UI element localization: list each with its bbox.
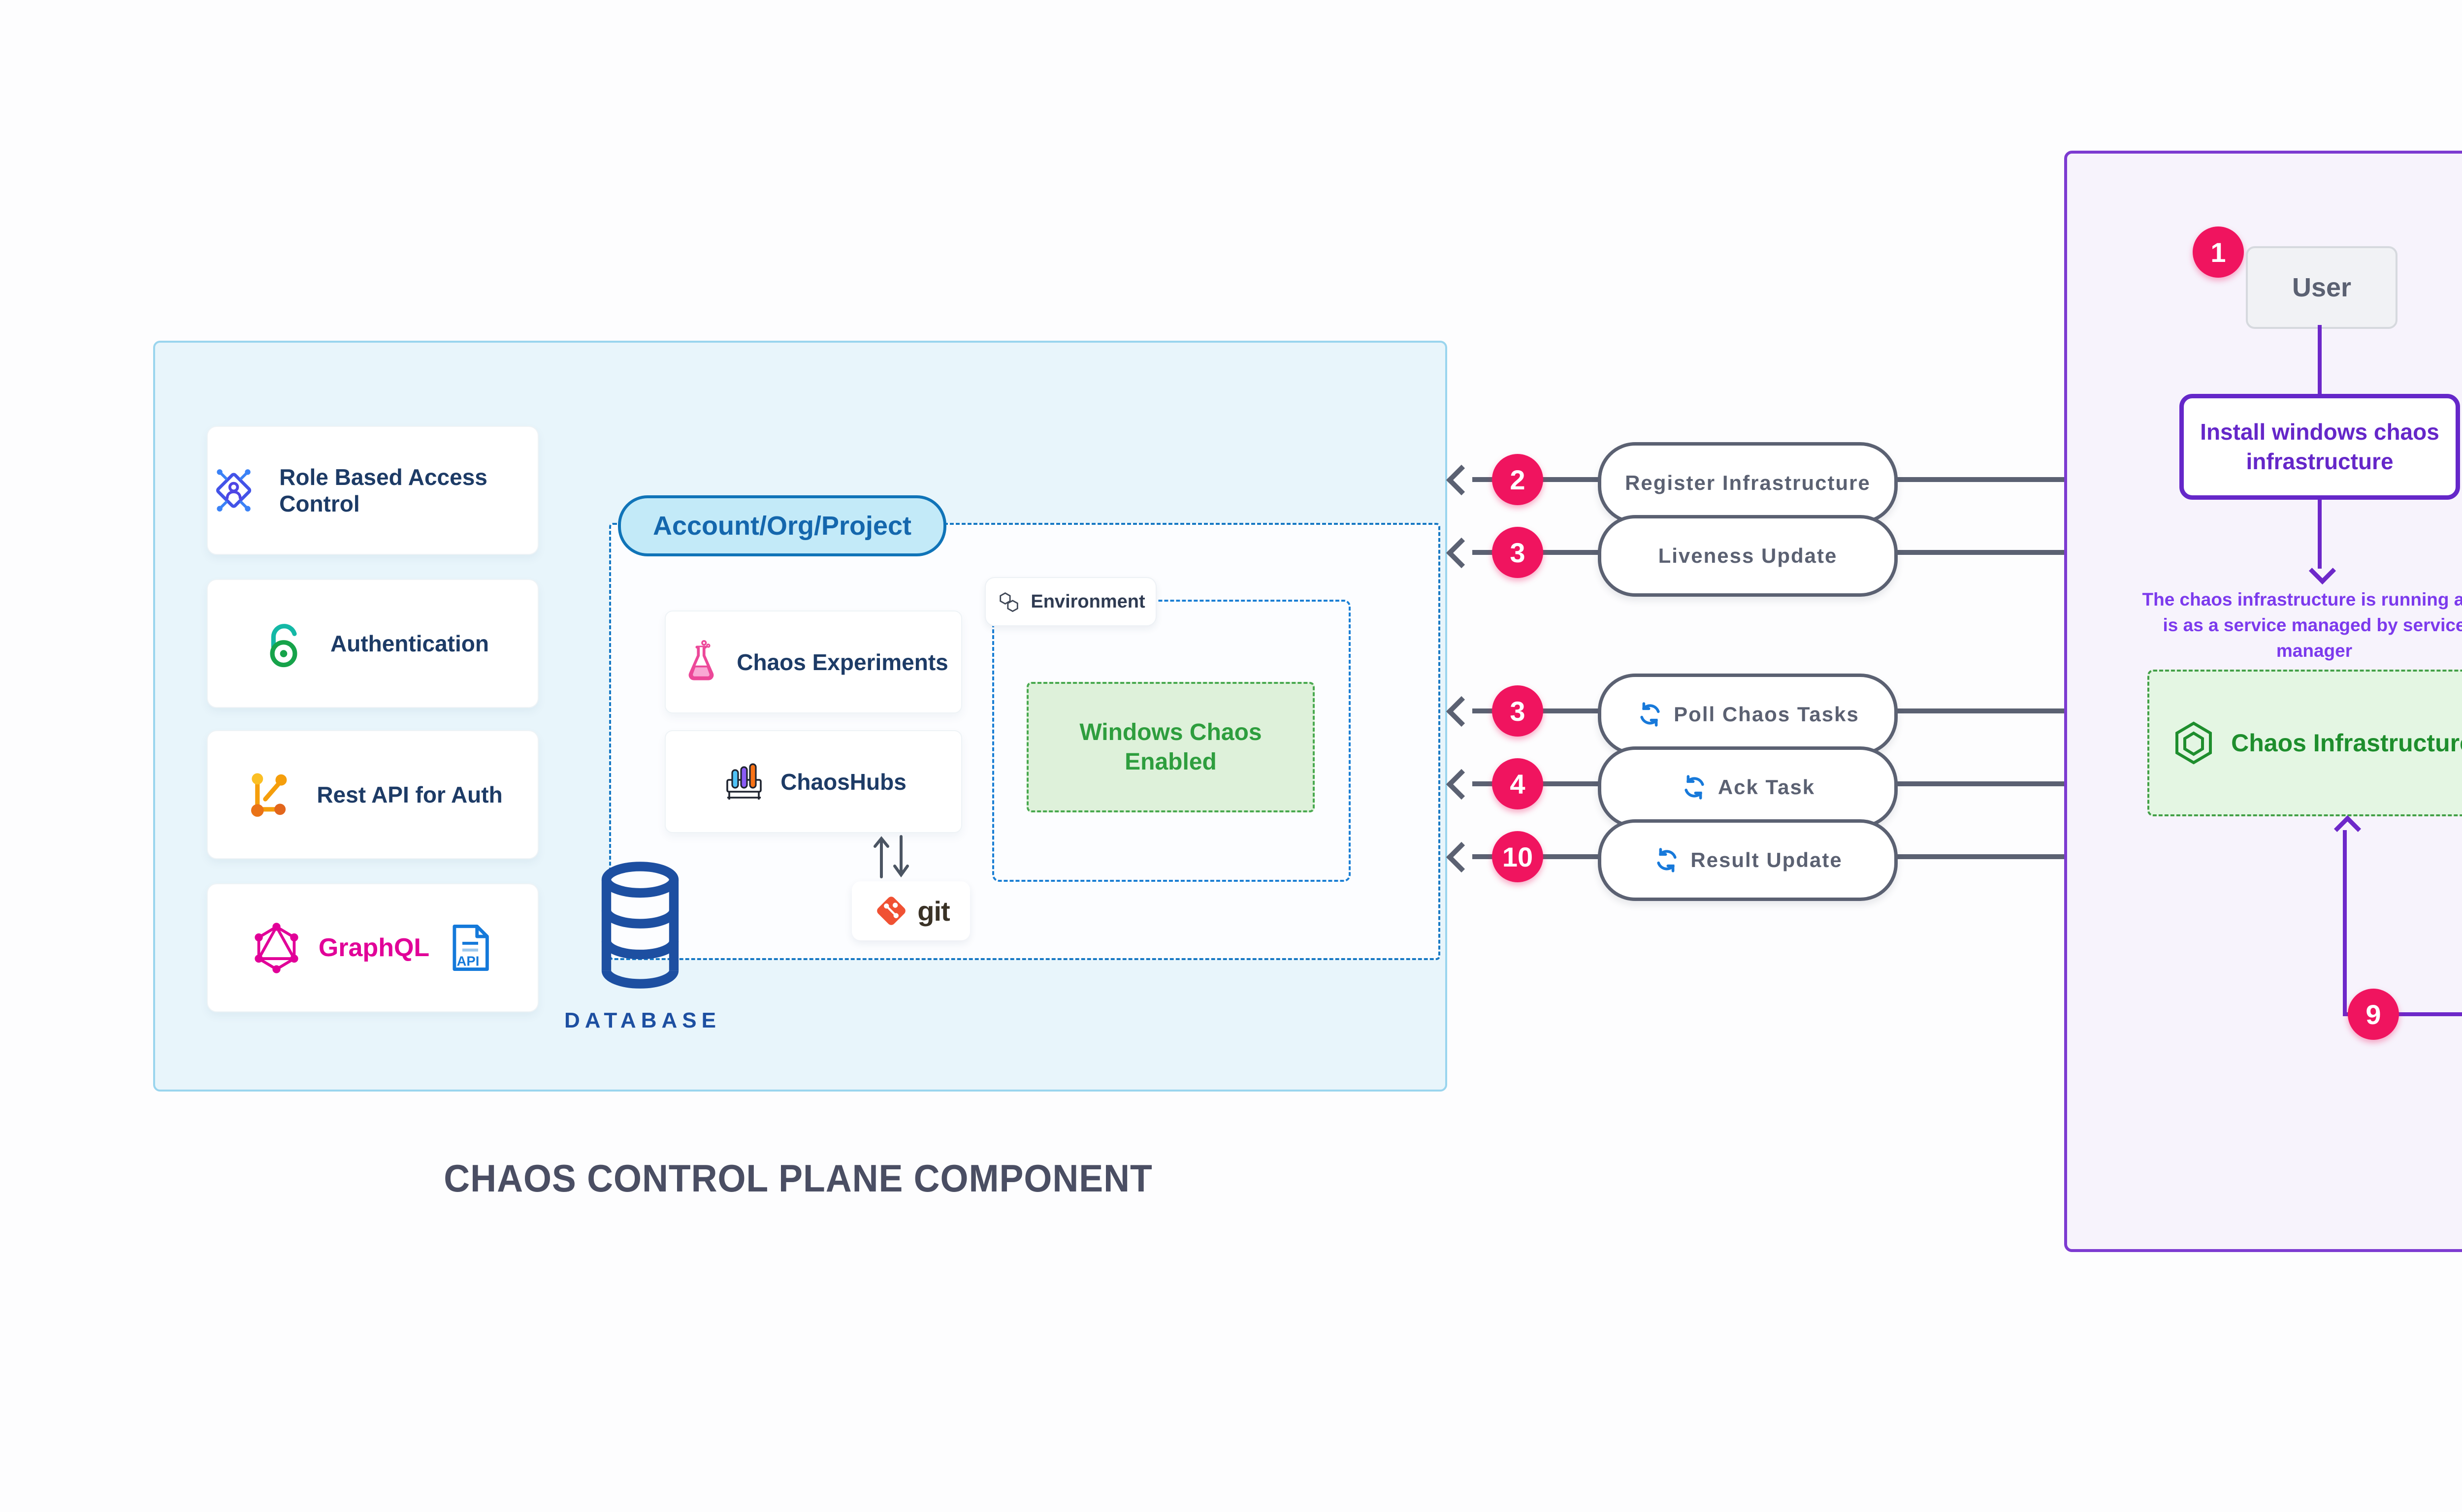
graphql-icon	[255, 922, 298, 973]
user-box: User	[2246, 246, 2397, 329]
chaos-experiments-card: Chaos Experiments	[665, 611, 962, 713]
connector-pill-liveness: Liveness Update	[1598, 515, 1898, 597]
arrow-left-icon	[1446, 537, 1477, 569]
environment-pill: Environment	[985, 577, 1157, 626]
sync-icon	[1640, 702, 1660, 727]
connector-label: Poll Chaos Tasks	[1674, 703, 1859, 726]
control-plane-title: CHAOS CONTROL PLANE COMPONENT	[444, 1157, 1153, 1200]
api-doc-icon: API	[453, 925, 489, 971]
test-tube-rack-icon	[726, 763, 762, 800]
step-badge: 4	[1492, 758, 1543, 809]
git-icon	[877, 897, 906, 925]
svg-text:API: API	[457, 954, 480, 969]
open-lock-icon	[270, 624, 297, 668]
account-org-project-label: Account/Org/Project	[652, 511, 912, 541]
database-label: DATABASE	[564, 1008, 721, 1032]
connector-label: Register Infrastructure	[1625, 471, 1871, 494]
arrow-left-icon	[1446, 464, 1477, 496]
card-rest-api: Rest API for Auth	[207, 730, 539, 859]
card-authentication-label: Authentication	[330, 631, 489, 656]
environment-label: Environment	[1031, 591, 1145, 612]
connector-pill-poll: Poll Chaos Tasks	[1598, 674, 1898, 755]
chaoshubs-label: ChaosHubs	[780, 769, 907, 795]
flow-line	[2318, 500, 2322, 569]
install-infra-label: Install windows chaos infrastructure	[2200, 418, 2439, 474]
connector-pill-result: Result Update	[1598, 819, 1898, 901]
flow-line	[2343, 830, 2347, 1016]
arrow-left-icon	[1446, 696, 1477, 727]
infra-note: The chaos infrastructure is running and …	[2142, 589, 2462, 661]
rbac-icon	[216, 469, 252, 512]
git-label: git	[917, 895, 950, 927]
chaos-infrastructure-label: Chaos Infrastructure	[2231, 729, 2462, 757]
card-graphql-label: GraphQL	[318, 933, 430, 962]
flow-line	[2318, 325, 2322, 398]
step-badge: 3	[1492, 685, 1543, 737]
card-graphql: GraphQL API	[207, 883, 539, 1012]
sync-icon	[1657, 848, 1677, 872]
card-authentication: Authentication	[207, 579, 539, 708]
step-badge: 2	[1492, 454, 1543, 505]
card-rbac-label: Role Based Access Control	[279, 464, 487, 516]
branch-icon	[251, 773, 287, 817]
flask-icon	[688, 640, 714, 680]
step-badge: 1	[2193, 226, 2244, 278]
flow-line	[2343, 1012, 2462, 1016]
card-rest-api-label: Rest API for Auth	[317, 782, 503, 807]
arrow-left-icon	[1446, 769, 1477, 800]
sync-arrows-up-down	[874, 835, 909, 878]
connector-pill-ack: Ack Task	[1598, 746, 1898, 828]
install-infra-box: Install windows chaos infrastructure	[2179, 394, 2460, 500]
connector-label: Ack Task	[1717, 775, 1815, 799]
windows-chaos-enabled-box: Windows Chaos Enabled	[1027, 682, 1315, 812]
database-icon	[601, 862, 679, 989]
connector-pill-register: Register Infrastructure	[1598, 442, 1898, 524]
step-badge: 10	[1492, 831, 1543, 882]
sync-icon	[1685, 775, 1704, 800]
environment-icon	[1000, 592, 1019, 612]
step-badge: 3	[1492, 527, 1543, 578]
connector-label: Liveness Update	[1658, 544, 1838, 567]
user-label: User	[2292, 273, 2352, 302]
hexagon-icon	[2175, 721, 2212, 765]
connector-label: Result Update	[1690, 848, 1843, 871]
execution-plane-title: CHAOS EXECUTION PLANE COMPONENT	[2112, 1319, 2462, 1363]
chaos-infrastructure-box: Chaos Infrastructure	[2147, 670, 2462, 816]
chaos-experiments-label: Chaos Experiments	[737, 649, 948, 675]
card-rbac: Role Based Access Control	[207, 426, 539, 555]
step-badge: 9	[2348, 989, 2399, 1040]
arrow-left-icon	[1446, 841, 1477, 873]
chaoshubs-card: ChaosHubs	[665, 730, 962, 833]
windows-chaos-enabled-label: Windows Chaos Enabled	[1079, 719, 1262, 775]
git-card: git	[852, 881, 970, 940]
account-org-project-pill: Account/Org/Project	[618, 495, 946, 556]
